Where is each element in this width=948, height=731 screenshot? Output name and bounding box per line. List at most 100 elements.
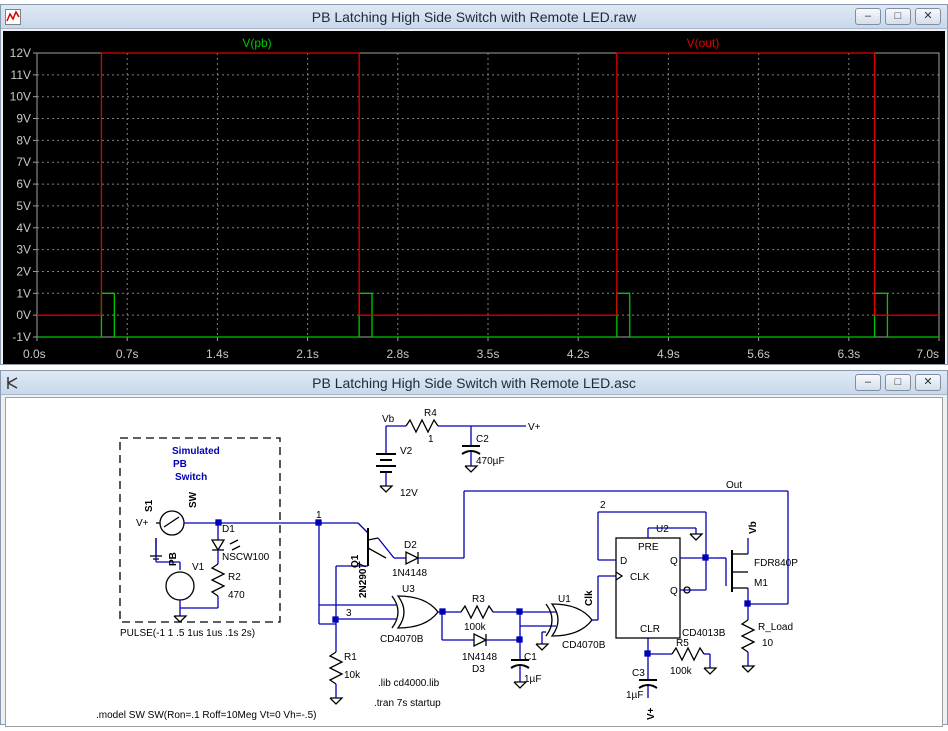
- schematic-window-title: PB Latching High Side Switch with Remote…: [312, 375, 636, 391]
- r4-resistor-symbol[interactable]: [405, 418, 439, 434]
- y-tick-label: 0V: [16, 308, 31, 322]
- label-clk-net: Clk: [584, 590, 595, 606]
- u1-xor-gate-symbol[interactable]: [550, 603, 593, 637]
- label-r1-value: 10k: [344, 670, 361, 681]
- y-tick-label: 6V: [16, 177, 31, 191]
- label-v1: V1: [192, 562, 205, 573]
- x-tick-label: 1.4s: [206, 347, 229, 361]
- label-clr: CLR: [640, 624, 660, 635]
- label-d2: D2: [404, 540, 417, 551]
- maximize-button[interactable]: □: [885, 8, 911, 25]
- u3-xor-gate-symbol[interactable]: [396, 595, 439, 629]
- r5-resistor-symbol[interactable]: [671, 646, 705, 662]
- x-tick-label: 0.0s: [23, 347, 46, 361]
- close-button[interactable]: ✕: [915, 8, 941, 25]
- label-node-3: 3: [346, 608, 352, 619]
- r3-resistor-symbol[interactable]: [460, 604, 494, 620]
- label-d1: D1: [222, 524, 235, 535]
- minimize-button[interactable]: –: [855, 8, 881, 25]
- label-qbar-pin: Q: [670, 586, 678, 597]
- y-tick-label: -1V: [12, 330, 31, 344]
- label-sw: SW: [188, 491, 199, 508]
- label-u3-part: CD4070B: [380, 634, 424, 645]
- label-u1-part: CD4070B: [562, 640, 606, 651]
- label-r5-value: 100k: [670, 666, 693, 677]
- label-d2-part: 1N4148: [392, 568, 427, 579]
- schematic-canvas[interactable]: Simulated PB Switch S1 SW V+ PB D1 NSCW1…: [5, 397, 943, 727]
- label-nscw100: NSCW100: [222, 552, 270, 563]
- label-c1: C1: [524, 652, 537, 663]
- label-d3: D3: [472, 664, 485, 675]
- label-node-2: 2: [600, 500, 606, 511]
- schematic-close-button[interactable]: ✕: [915, 374, 941, 391]
- x-tick-label: 0.7s: [116, 347, 139, 361]
- label-vplus-bottom: V+: [646, 707, 657, 720]
- simulated-switch-box: [119, 437, 281, 623]
- y-tick-label: 9V: [16, 112, 31, 126]
- d2-diode-symbol[interactable]: [405, 550, 420, 566]
- series-line-vpb: [37, 292, 939, 338]
- label-u2-part: CD4013B: [682, 628, 726, 639]
- label-r5: R5: [676, 638, 689, 649]
- schematic-maximize-button[interactable]: □: [885, 374, 911, 391]
- label-r3-value: 100k: [464, 622, 487, 633]
- label-vb-top: Vb: [382, 414, 395, 425]
- y-tick-label: 7V: [16, 155, 31, 169]
- label-clk-pin: CLK: [630, 572, 650, 583]
- legend-vout: V(out): [687, 36, 720, 50]
- x-tick-label: 5.6s: [747, 347, 770, 361]
- x-tick-label: 6.3s: [837, 347, 860, 361]
- label-r4: R4: [424, 408, 437, 419]
- x-tick-label: 7.0s: [916, 347, 939, 361]
- label-u1: U1: [558, 594, 571, 605]
- label-vplus-top: V+: [528, 422, 541, 433]
- label-r4-value: 1: [428, 434, 434, 445]
- label-r3: R3: [472, 594, 485, 605]
- label-lib-directive: .lib cd4000.lib: [378, 678, 440, 689]
- label-r-load: R_Load: [758, 622, 793, 633]
- label-pulse: PULSE(-1 1 .5 1us 1us .1s 2s): [120, 628, 255, 639]
- label-v2: V2: [400, 446, 413, 457]
- label-q1-part: 2N2907: [358, 563, 369, 598]
- label-switch: Switch: [175, 472, 207, 483]
- y-tick-label: 10V: [10, 90, 31, 104]
- r2-resistor-symbol[interactable]: [210, 563, 226, 597]
- label-simulated: Simulated: [172, 446, 220, 457]
- label-pre: PRE: [638, 542, 659, 553]
- waveform-titlebar[interactable]: PB Latching High Side Switch with Remote…: [1, 5, 947, 29]
- label-d3-part: 1N4148: [462, 652, 497, 663]
- y-tick-label: 11V: [11, 68, 31, 82]
- label-tran-directive: .tran 7s startup: [374, 698, 441, 709]
- schematic-minimize-button[interactable]: –: [855, 374, 881, 391]
- waveform-window: PB Latching High Side Switch with Remote…: [0, 4, 948, 365]
- label-pb-vert: PB: [168, 552, 179, 566]
- label-c3-value: 1µF: [626, 690, 643, 701]
- d3-diode-symbol[interactable]: [473, 632, 488, 648]
- waveform-window-title: PB Latching High Side Switch with Remote…: [311, 9, 637, 25]
- label-v2-value: 12V: [400, 488, 418, 499]
- schematic-drawing[interactable]: Simulated PB Switch S1 SW V+ PB D1 NSCW1…: [6, 398, 942, 726]
- schematic-app-icon: [7, 377, 18, 389]
- waveform-app-icon: [5, 9, 21, 25]
- label-vb-right: Vb: [748, 521, 759, 534]
- label-vplus-left: V+: [136, 518, 149, 529]
- label-q1: Q1: [350, 554, 361, 568]
- r-load-resistor-symbol[interactable]: [740, 619, 756, 653]
- label-m1: M1: [754, 578, 768, 589]
- y-tick-label: 3V: [16, 243, 31, 257]
- label-u3: U3: [402, 584, 415, 595]
- label-pb: PB: [173, 459, 187, 470]
- label-out: Out: [726, 480, 742, 491]
- d1-led-symbol[interactable]: [210, 539, 226, 552]
- r1-resistor-symbol[interactable]: [328, 651, 344, 685]
- label-q-pin: Q: [670, 556, 678, 567]
- schematic-titlebar[interactable]: PB Latching High Side Switch with Remote…: [1, 371, 947, 395]
- s1-switch-symbol[interactable]: [159, 510, 185, 536]
- legend-vpb: V(pb): [242, 36, 271, 50]
- y-tick-label: 12V: [10, 46, 31, 60]
- label-c3: C3: [632, 668, 645, 679]
- x-tick-label: 4.9s: [657, 347, 680, 361]
- v1-source-symbol[interactable]: [165, 571, 195, 601]
